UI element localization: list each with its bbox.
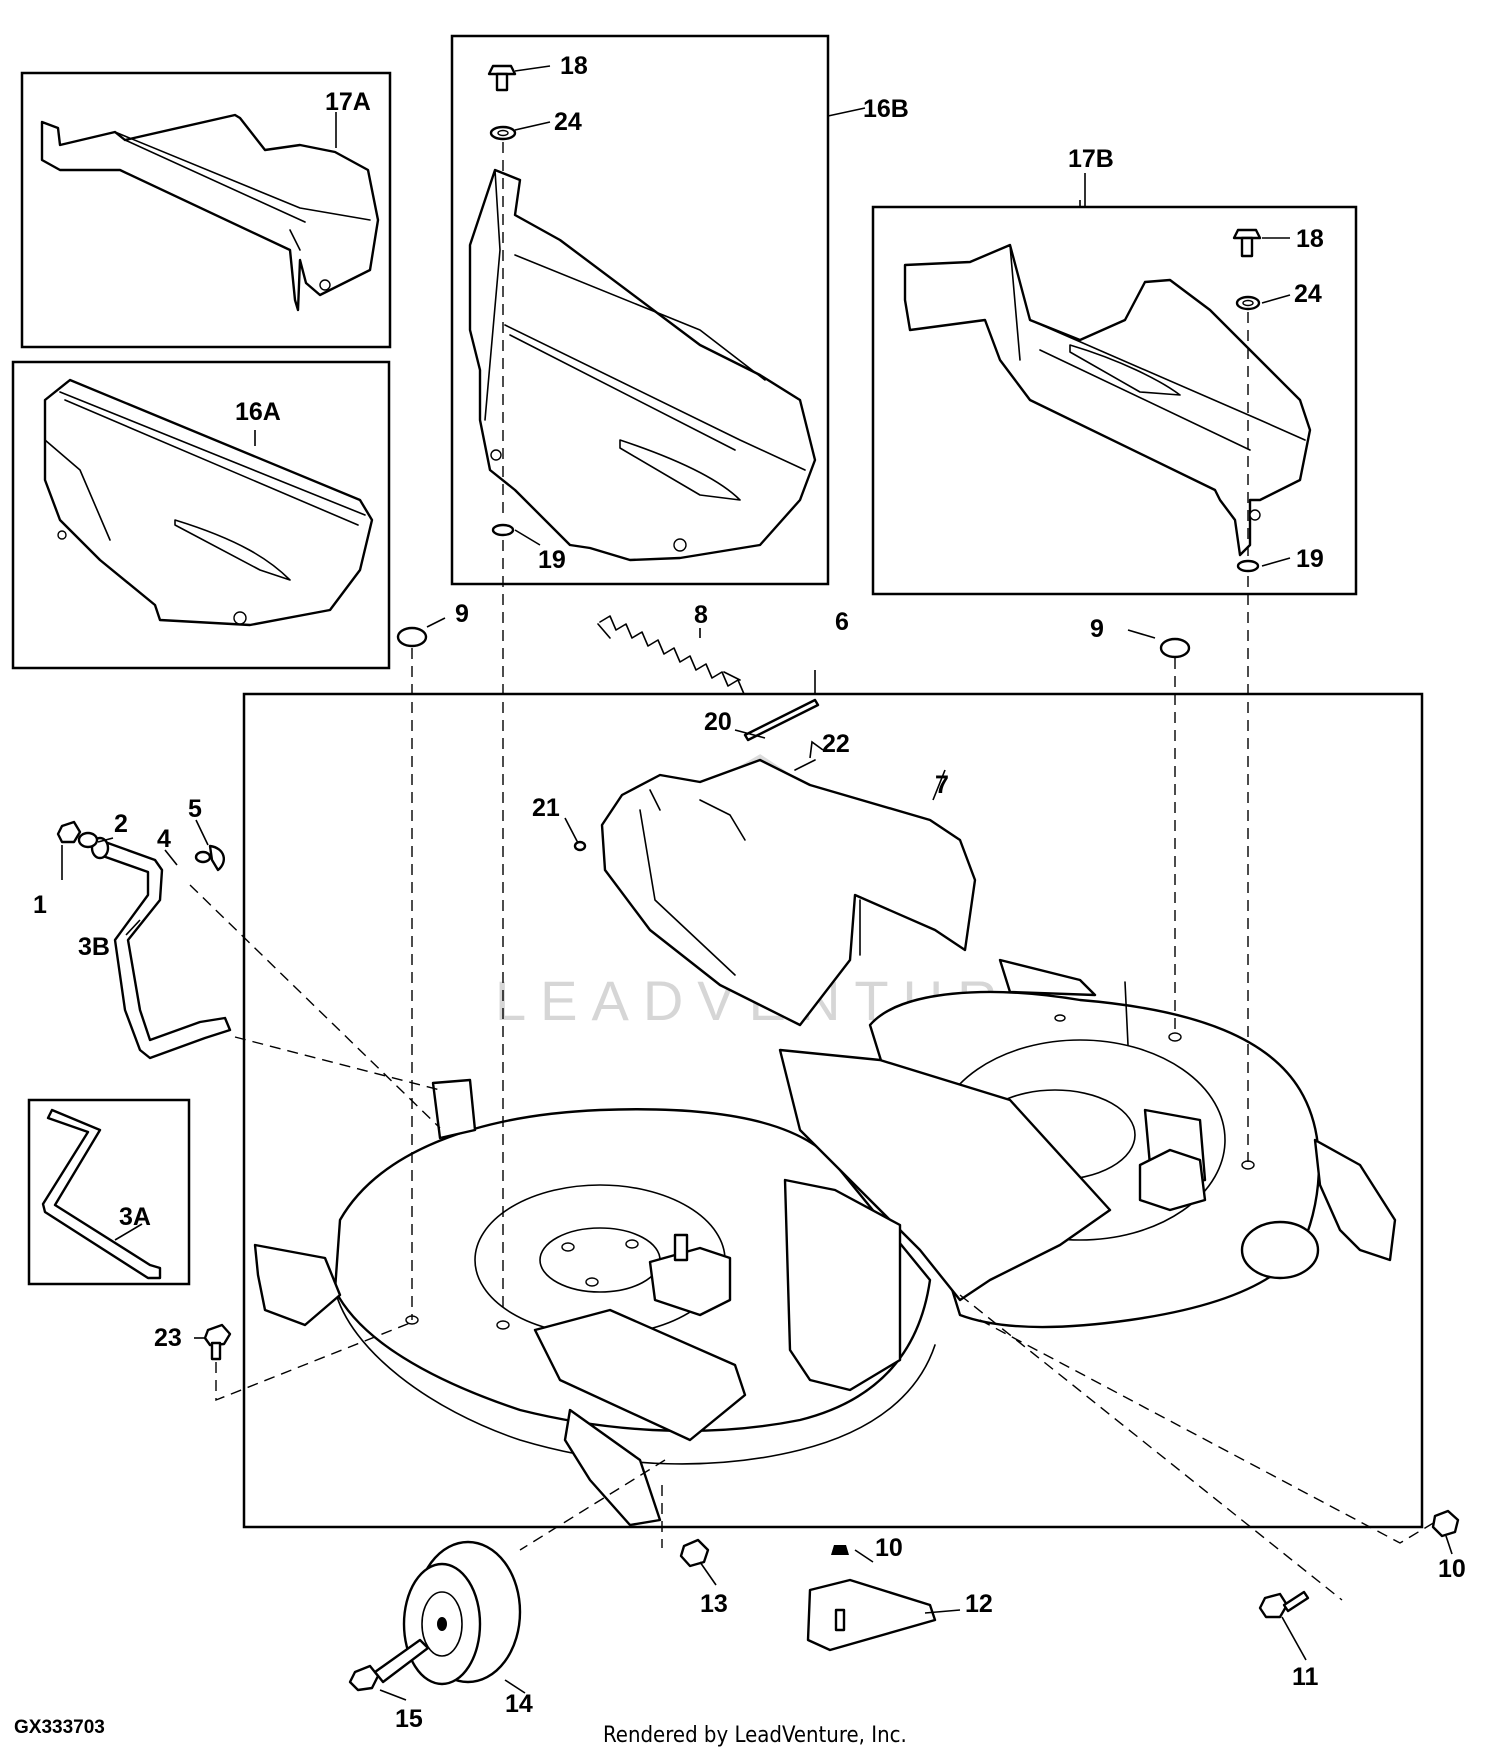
callout-20: 20 [704, 708, 732, 736]
callout-22: 22 [822, 730, 850, 758]
callout-labels: 17A 16A 18 24 16B 19 17B 18 24 19 9 8 6 … [33, 52, 1466, 1733]
nut-13 [679, 1538, 710, 1568]
callout-24-top: 24 [554, 108, 582, 136]
callout-18-right: 18 [1296, 225, 1324, 253]
callout-11: 11 [1292, 1663, 1319, 1691]
spring-8 [597, 615, 745, 695]
leader-lines [61, 65, 1453, 1701]
callout-9-left: 9 [455, 600, 469, 628]
callout-4: 4 [157, 825, 171, 853]
wheel-14 [402, 1540, 522, 1686]
callout-14: 14 [505, 1690, 533, 1718]
callout-8: 8 [694, 601, 708, 629]
discharge-chute-7 [573, 698, 977, 1027]
belt-shield-16B [468, 64, 817, 562]
callout-18-top: 18 [560, 52, 588, 80]
belt-shield-17B [903, 228, 1312, 573]
callout-19-left: 19 [538, 546, 566, 574]
callout-16B: 16B [863, 95, 909, 123]
callout-16A: 16A [235, 398, 281, 426]
render-credit: Rendered by LeadVenture, Inc. [603, 1723, 907, 1748]
belt-shield-16A [43, 378, 374, 627]
callout-23: 23 [154, 1324, 182, 1352]
lift-rod-3B [90, 836, 232, 1060]
callout-7: 7 [935, 771, 949, 799]
callout-10-right: 10 [1438, 1555, 1466, 1583]
callout-17B: 17B [1068, 145, 1114, 173]
callout-17A: 17A [325, 88, 371, 116]
plug-9-right [1159, 637, 1191, 659]
inset-box-3A [27, 1098, 191, 1286]
callout-9-right: 9 [1090, 615, 1104, 643]
callout-21: 21 [532, 794, 560, 822]
callout-1: 1 [33, 891, 47, 919]
callout-19-right: 19 [1296, 545, 1324, 573]
nut-10-right [1431, 1509, 1460, 1538]
bolt-11 [1258, 1590, 1310, 1619]
alignment-lines [189, 142, 1436, 1601]
callout-15: 15 [395, 1705, 423, 1733]
lift-rod-3A [41, 1108, 162, 1280]
callout-2: 2 [114, 810, 128, 838]
bolt-23 [203, 1323, 232, 1361]
inset-box-16B [450, 34, 830, 586]
callout-24-right: 24 [1294, 280, 1322, 308]
inset-box-17B [871, 205, 1358, 596]
callout-13: 13 [700, 1590, 728, 1618]
bolt-15 [348, 1638, 430, 1692]
plug-9-left [396, 626, 428, 648]
callout-12: 12 [965, 1590, 993, 1618]
callout-10-center: 10 [875, 1534, 903, 1562]
callout-3A: 3A [119, 1203, 151, 1231]
inset-box-16A [11, 360, 391, 670]
mower-deck-6 [253, 958, 1397, 1527]
callout-6: 6 [835, 608, 849, 636]
callout-5: 5 [188, 795, 202, 823]
blade-guard-12 [806, 1545, 937, 1652]
callout-3B: 3B [78, 933, 110, 961]
deck-assembly-box [242, 692, 1424, 1529]
inset-box-17A [20, 71, 392, 349]
figure-id: GX333703 [14, 1717, 105, 1738]
hardware-small-left [56, 820, 226, 872]
belt-shield-17A [40, 113, 380, 312]
